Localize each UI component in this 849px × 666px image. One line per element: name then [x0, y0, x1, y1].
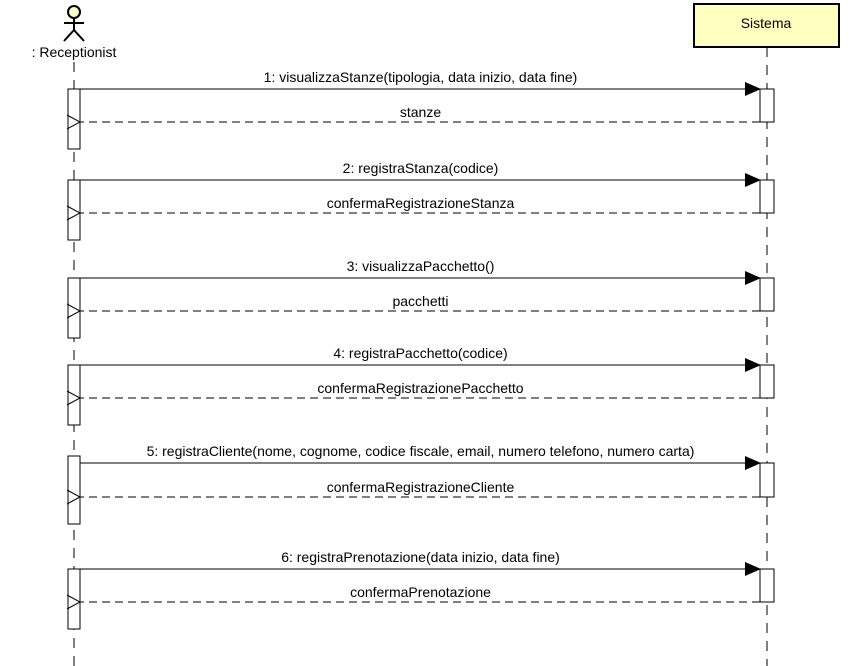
reply-label: confermaRegistrazioneStanza [327, 195, 515, 211]
call-label: 1: visualizzaStanze(tipologia, data iniz… [264, 69, 578, 85]
actor-activation-bar [67, 455, 81, 525]
reply-label: confermaRegistrazioneCliente [327, 479, 515, 495]
message-pair: 6: registraPrenotazione(data inizio, dat… [67, 549, 775, 630]
actor-activation-bar [67, 277, 81, 339]
system-activation-bar [759, 179, 775, 214]
message-pair: 1: visualizzaStanze(tipologia, data iniz… [67, 69, 775, 150]
actor-label: : Receptionist [32, 44, 117, 60]
call-label: 5: registraCliente(nome, cognome, codice… [147, 443, 695, 459]
system-lifeline-header: Sistema [693, 3, 840, 48]
message-pair: 2: registraStanza(codice) confermaRegistr… [67, 160, 775, 241]
system-activation-bar [759, 568, 775, 603]
call-label: 2: registraStanza(codice) [343, 160, 499, 176]
system-activation-bar [759, 88, 775, 123]
call-label: 6: registraPrenotazione(data inizio, dat… [281, 549, 560, 565]
system-activation-bar [759, 462, 775, 498]
messages-layer: 1: visualizzaStanze(tipologia, data iniz… [67, 69, 775, 630]
message-pair: 4: registraPacchetto(codice) confermaRegi… [67, 345, 775, 426]
system-activation-bar [759, 277, 775, 312]
actor-activation-bar [67, 179, 81, 241]
call-label: 3: visualizzaPacchetto() [347, 258, 495, 274]
message-pair: 5: registraCliente(nome, cognome, codice… [67, 443, 775, 525]
reply-label: pacchetti [392, 293, 448, 309]
system-box [693, 3, 840, 48]
system-title: Sistema [741, 15, 792, 31]
stick-figure-icon [63, 5, 85, 42]
actor: : Receptionist [32, 5, 117, 60]
actor-activation-bar [67, 88, 81, 150]
reply-label: confermaPrenotazione [350, 584, 491, 600]
call-label: 4: registraPacchetto(codice) [333, 345, 507, 361]
message-pair: 3: visualizzaPacchetto() pacchetti [67, 258, 775, 339]
reply-label: stanze [400, 104, 441, 120]
actor-activation-bar [67, 364, 81, 426]
reply-label: confermaRegistrazionePacchetto [317, 380, 523, 396]
system-activation-bar [759, 364, 775, 399]
actor-activation-bar [67, 568, 81, 630]
